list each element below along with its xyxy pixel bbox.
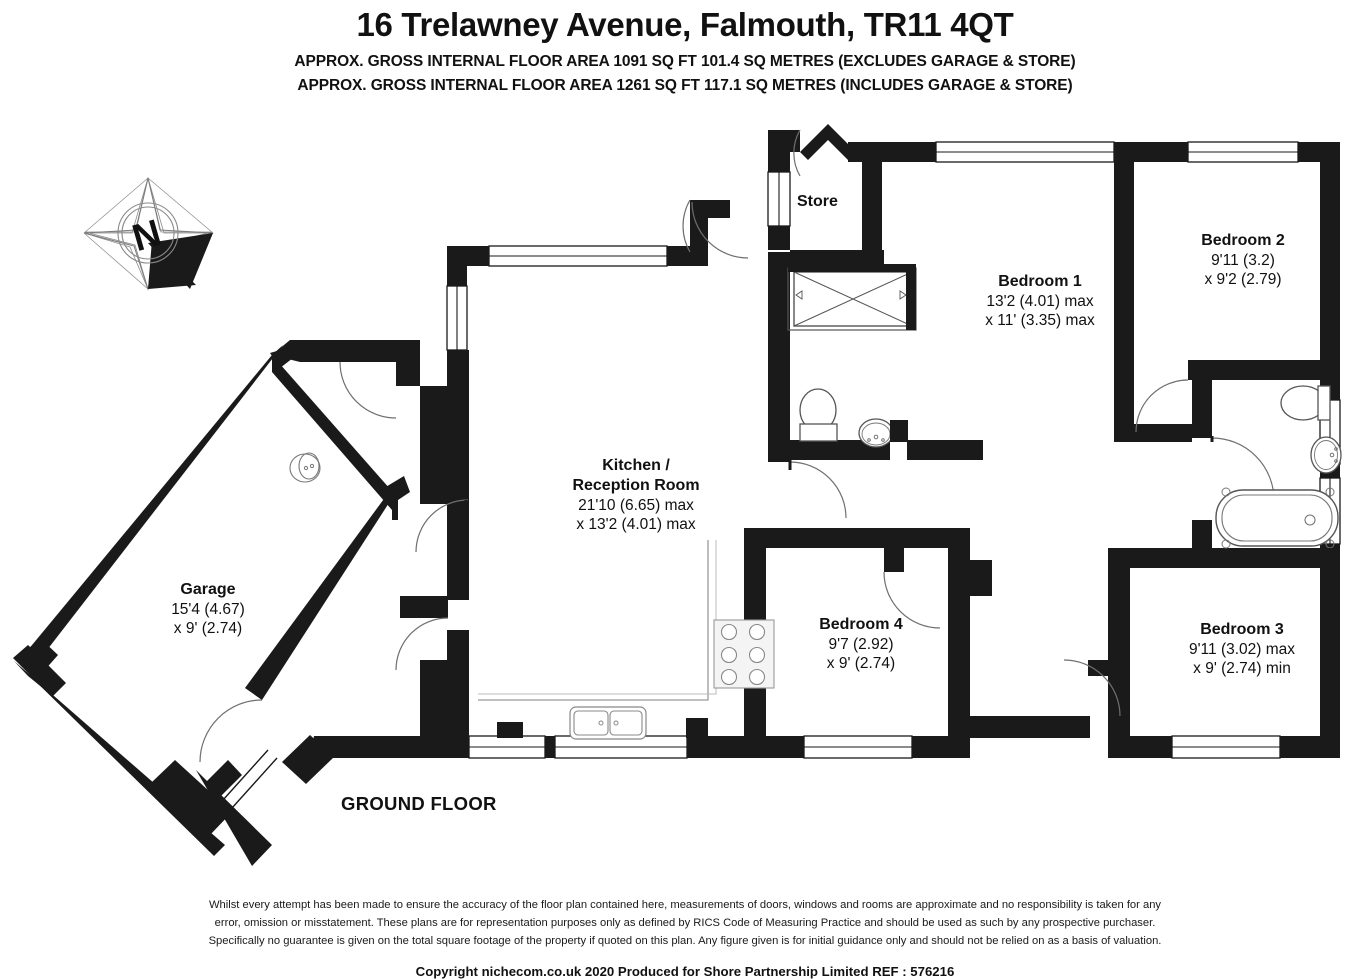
disclaimer-line-2: error, omission or misstatement. These p… [214,917,1156,930]
bedroom4-name: Bedroom 4 [819,616,903,633]
kitchen-name-line1: Kitchen / [602,457,670,474]
room-label-store: Store [797,193,838,210]
bedroom3-dim2: x 9' (2.74) min [1193,660,1291,678]
bedroom3-name: Bedroom 3 [1200,621,1284,638]
kitchen-name-line2: Reception Room [572,476,700,494]
bedroom4-dim2: x 9' (2.74) [826,655,896,673]
bedroom2-dim2: x 9'2 (2.79) [1204,271,1282,289]
room-label-bedroom1: Bedroom 1 13'2 (4.01) max x 11' (3.35) m… [930,272,1150,330]
bedroom1-dim2: x 11' (3.35) max [985,312,1095,330]
garage-dim2: x 9' (2.74) [173,620,243,638]
compass-rose-icon: N [83,176,214,291]
disclaimer-line-1: Whilst every attempt has been made to en… [208,899,1162,911]
bedroom1-name: Bedroom 1 [998,273,1082,290]
room-label-kitchen-reception: Kitchen / Reception Room 21'10 (6.65) ma… [528,456,744,534]
bedroom1-dim1: 13'2 (4.01) max [986,292,1094,310]
bedroom2-name: Bedroom 2 [1201,232,1285,249]
room-label-garage: Garage 15'4 (4.67) x 9' (2.74) [113,580,303,638]
header: 16 Trelawney Avenue, Falmouth, TR11 4QT … [0,0,1370,95]
bedroom2-dim1: 9'11 (3.2) [1211,251,1275,269]
garage-dim1: 15'4 (4.67) [171,600,245,618]
footer: Whilst every attempt has been made to en… [0,896,1370,979]
room-label-bedroom3: Bedroom 3 9'11 (3.02) max x 9' (2.74) mi… [1128,620,1356,678]
kitchen-dim1: 21'10 (6.65) max [578,496,694,514]
garage-structure [13,340,420,866]
page-title: 16 Trelawney Avenue, Falmouth, TR11 4QT [356,6,1014,43]
ground-floor-label: GROUND FLOOR [341,793,497,814]
bedroom4-dim1: 9'7 (2.92) [828,635,894,653]
kitchen-dim2: x 13'2 (4.01) max [576,515,696,533]
disclaimer-line-3: Specifically no guarantee is given on th… [208,935,1162,948]
house-walls [310,124,1342,759]
copyright-line: Copyright nichecom.co.uk 2020 Produced f… [415,964,955,979]
room-label-bedroom4: Bedroom 4 9'7 (2.92) x 9' (2.74) [752,615,970,673]
room-label-bedroom2: Bedroom 2 9'11 (3.2) x 9'2 (2.79) [1135,231,1351,289]
area-excludes-text: APPROX. GROSS INTERNAL FLOOR AREA 1091 S… [294,53,1076,70]
garage-name: Garage [180,581,236,598]
area-includes-text: APPROX. GROSS INTERNAL FLOOR AREA 1261 S… [297,77,1073,94]
bedroom3-dim1: 9'11 (3.02) max [1188,640,1296,658]
